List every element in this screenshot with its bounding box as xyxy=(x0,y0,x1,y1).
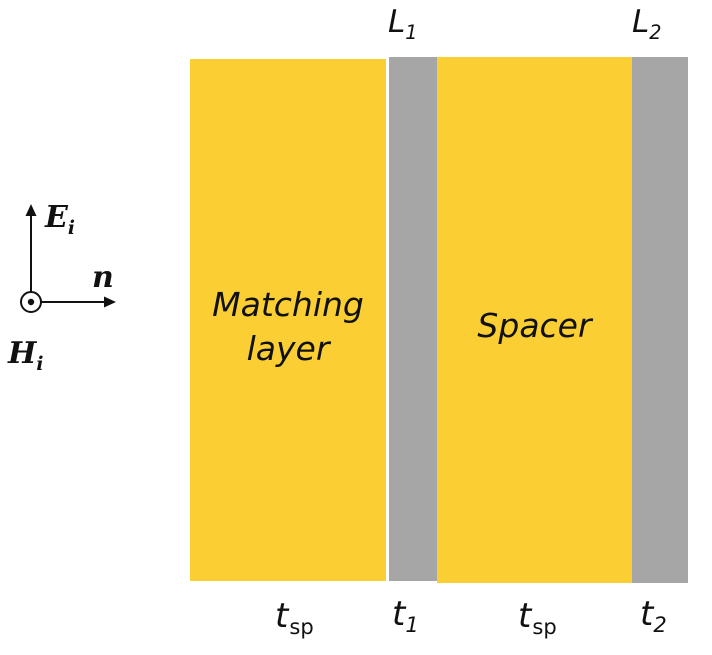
matching-layer-label-line1: Matching xyxy=(212,285,364,324)
spacer-label: Spacer xyxy=(477,306,592,345)
label-t-sp-left: tsp xyxy=(275,596,314,640)
label-t-sp-right: tsp xyxy=(518,596,557,640)
label-n-direction: n xyxy=(92,260,114,295)
h-field-dot xyxy=(27,298,35,306)
matching-layer-label: Matching layer xyxy=(190,283,386,371)
label-H-field: Hi xyxy=(8,336,44,375)
matching-layer xyxy=(190,59,386,581)
e-field-arrowhead xyxy=(25,204,37,216)
spacer-layer xyxy=(437,57,632,583)
label-t1: t1 xyxy=(392,594,419,638)
label-E-field: Ei xyxy=(45,200,75,239)
matching-layer-label-line2: layer xyxy=(246,329,330,368)
label-L2: L2 xyxy=(632,4,662,44)
lossy-layer-1 xyxy=(389,57,437,581)
n-direction-arrowhead xyxy=(104,296,116,308)
label-L1: L1 xyxy=(388,4,418,44)
label-t2: t2 xyxy=(640,594,667,638)
lossy-layer-2 xyxy=(632,57,688,583)
